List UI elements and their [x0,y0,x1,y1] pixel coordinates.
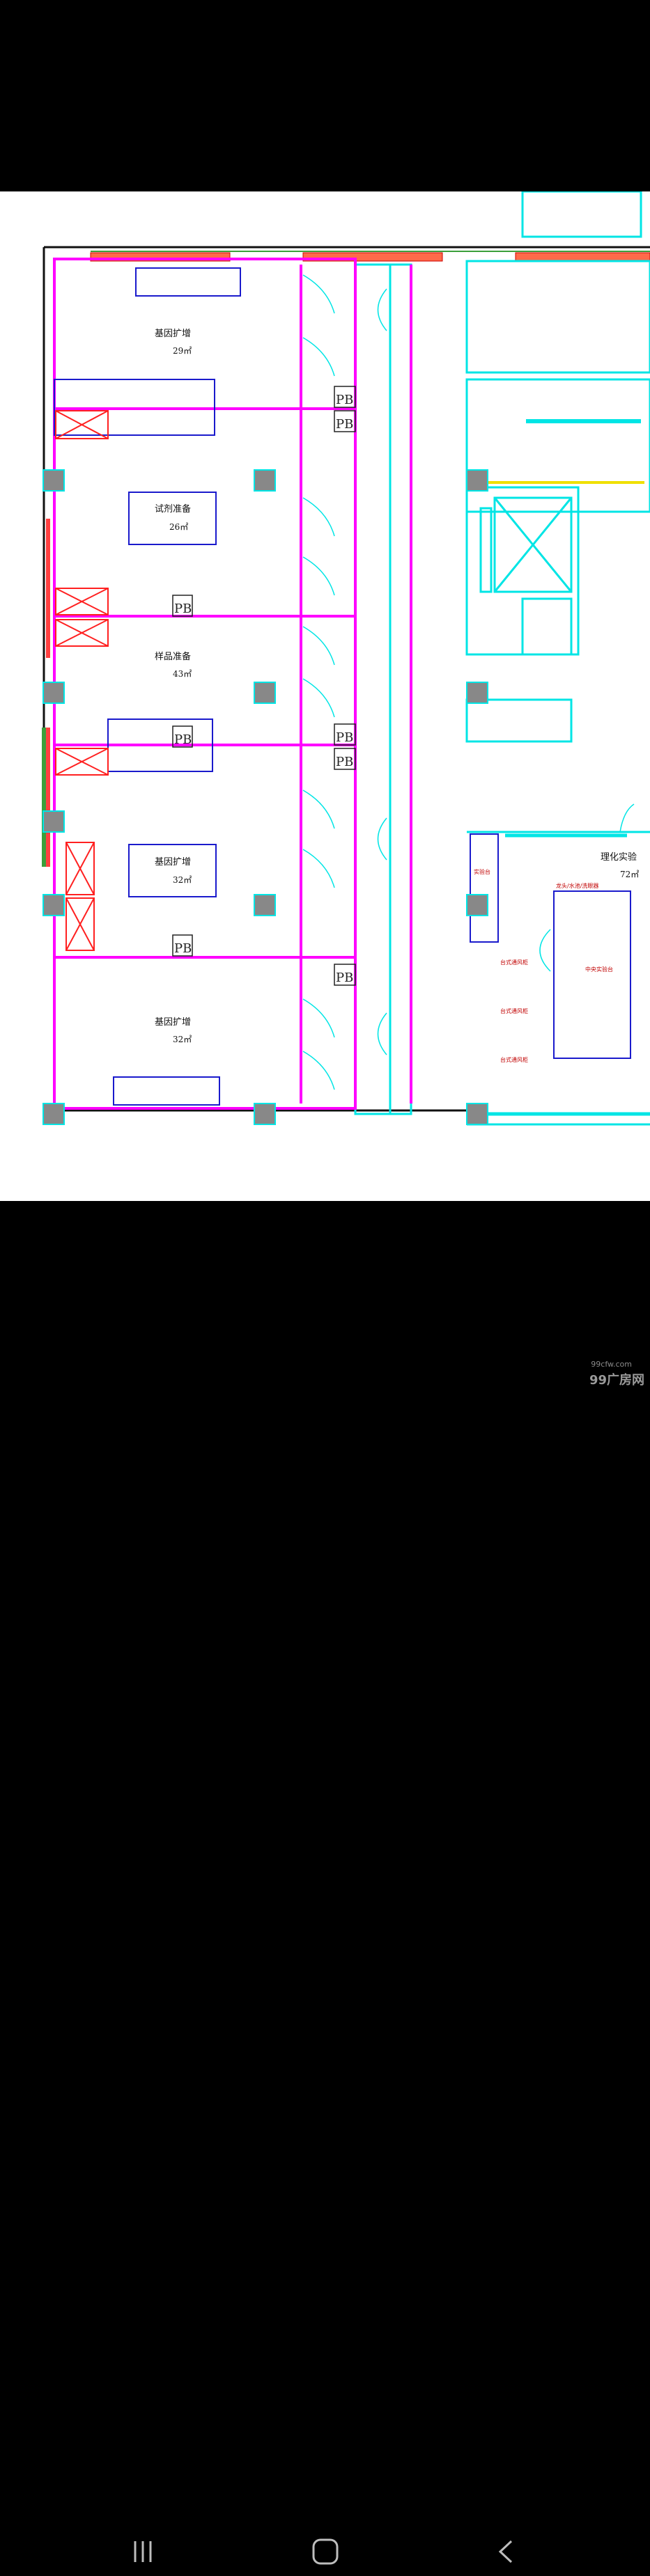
columns [42,469,488,1125]
pass-box-label-6: PB [336,755,353,769]
pass-box-label-3: PB [174,602,192,616]
fume-hood-label-3: 台式通风柜 [500,1056,528,1063]
building-structure [354,191,650,1126]
home-icon [312,2538,339,2565]
room-labels: 基因扩增 29㎡ 试剂准备 26㎡ 样品准备 43㎡ 基因扩增 32㎡ 基因扩增… [155,329,639,1044]
recent-apps-icon [134,2541,152,2562]
equipment-boxes [55,410,109,951]
pass-box-frames [172,386,356,986]
pass-box-label-8: PB [336,971,353,985]
partition-walls [53,258,412,1110]
room1-area: 29㎡ [173,346,192,356]
room2-area: 26㎡ [169,522,188,532]
room3-area: 43㎡ [173,669,192,679]
furniture [54,267,631,1106]
center-bench-top-label: 龙头/水池/洗眼器 [556,882,598,889]
bench-label: 实验台 [474,868,490,875]
pass-box-label-7: PB [174,941,192,956]
room4-area: 32㎡ [173,875,192,885]
android-nav-bar: 99cfw.com 99广房网 [0,1201,650,2565]
watermark-domain: 99cfw.com [591,1360,632,1369]
top-black-bar [0,0,650,191]
lab-area: 72㎡ [620,870,639,879]
room2-name: 试剂准备 [155,503,191,515]
pass-box-labels: PB PB PB PB PB PB PB PB [174,393,353,985]
room1-name: 基因扩增 [155,329,191,339]
home-button[interactable] [301,2527,350,2576]
pass-box-label-5: PB [336,730,353,745]
back-button[interactable] [482,2527,531,2576]
room4-name: 基因扩增 [155,857,191,867]
fume-hood-label-1: 台式通风柜 [500,959,528,966]
floor-plan-area[interactable]: 基因扩增 29㎡ 试剂准备 26㎡ 样品准备 43㎡ 基因扩增 32㎡ 基因扩增… [0,191,650,1201]
watermark: 99cfw.com 99广房网 [589,1360,644,1388]
lab-furniture-labels: 实验台 台式通风柜 台式通风柜 台式通风柜 龙头/水池/洗眼器 中央实验台 [474,868,613,1063]
pass-box-label-2: PB [336,417,353,432]
watermark-brand: 99广房网 [589,1373,644,1388]
left-windows [42,519,50,867]
room5-name: 基因扩增 [155,1017,191,1028]
back-icon [498,2540,513,2563]
lab-name: 理化实验 [601,851,637,863]
room5-area: 32㎡ [173,1035,192,1044]
fume-hood-label-2: 台式通风柜 [500,1007,528,1014]
pass-box-label-1: PB [336,393,353,407]
center-bench-label: 中央实验台 [585,966,613,973]
door-swings [302,274,635,1090]
room3-name: 样品准备 [155,651,191,662]
floor-plan-drawing: 基因扩增 29㎡ 试剂准备 26㎡ 样品准备 43㎡ 基因扩增 32㎡ 基因扩增… [42,191,650,1126]
pass-box-label-4: PB [174,732,192,747]
recent-apps-button[interactable] [118,2527,167,2576]
